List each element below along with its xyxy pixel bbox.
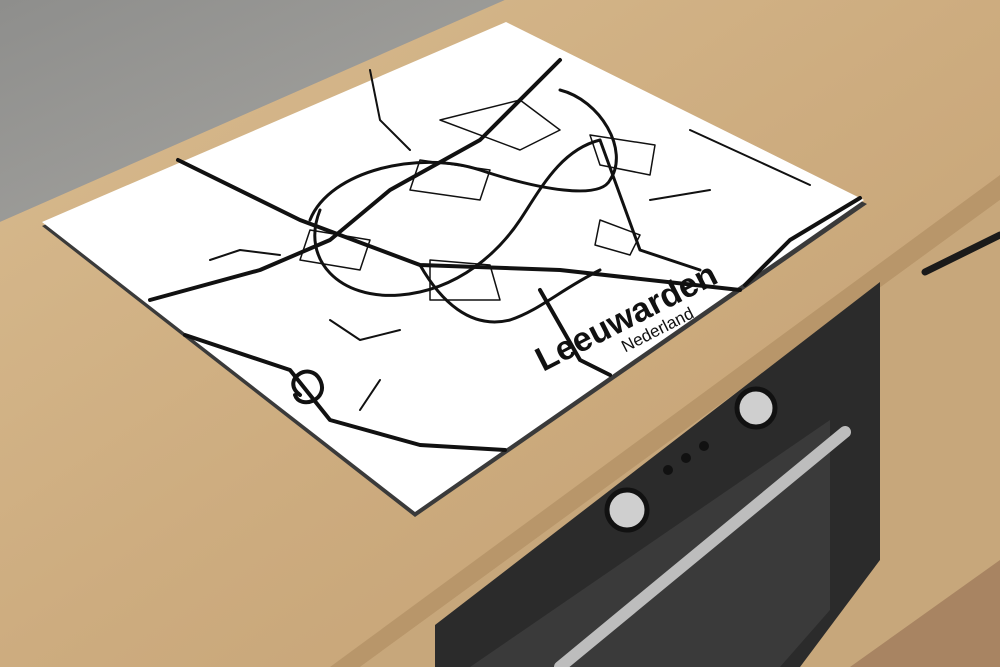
oven-handle (554, 426, 851, 667)
map-roads (148, 58, 862, 452)
oven-buttons (663, 441, 709, 475)
countertop-front-edge (330, 175, 1000, 667)
floor (850, 560, 1000, 667)
oven-door-window (470, 420, 830, 667)
oven-knob-left[interactable] (604, 487, 650, 533)
oven-knob-right[interactable] (734, 386, 778, 430)
cabinet-handle (921, 231, 1000, 276)
